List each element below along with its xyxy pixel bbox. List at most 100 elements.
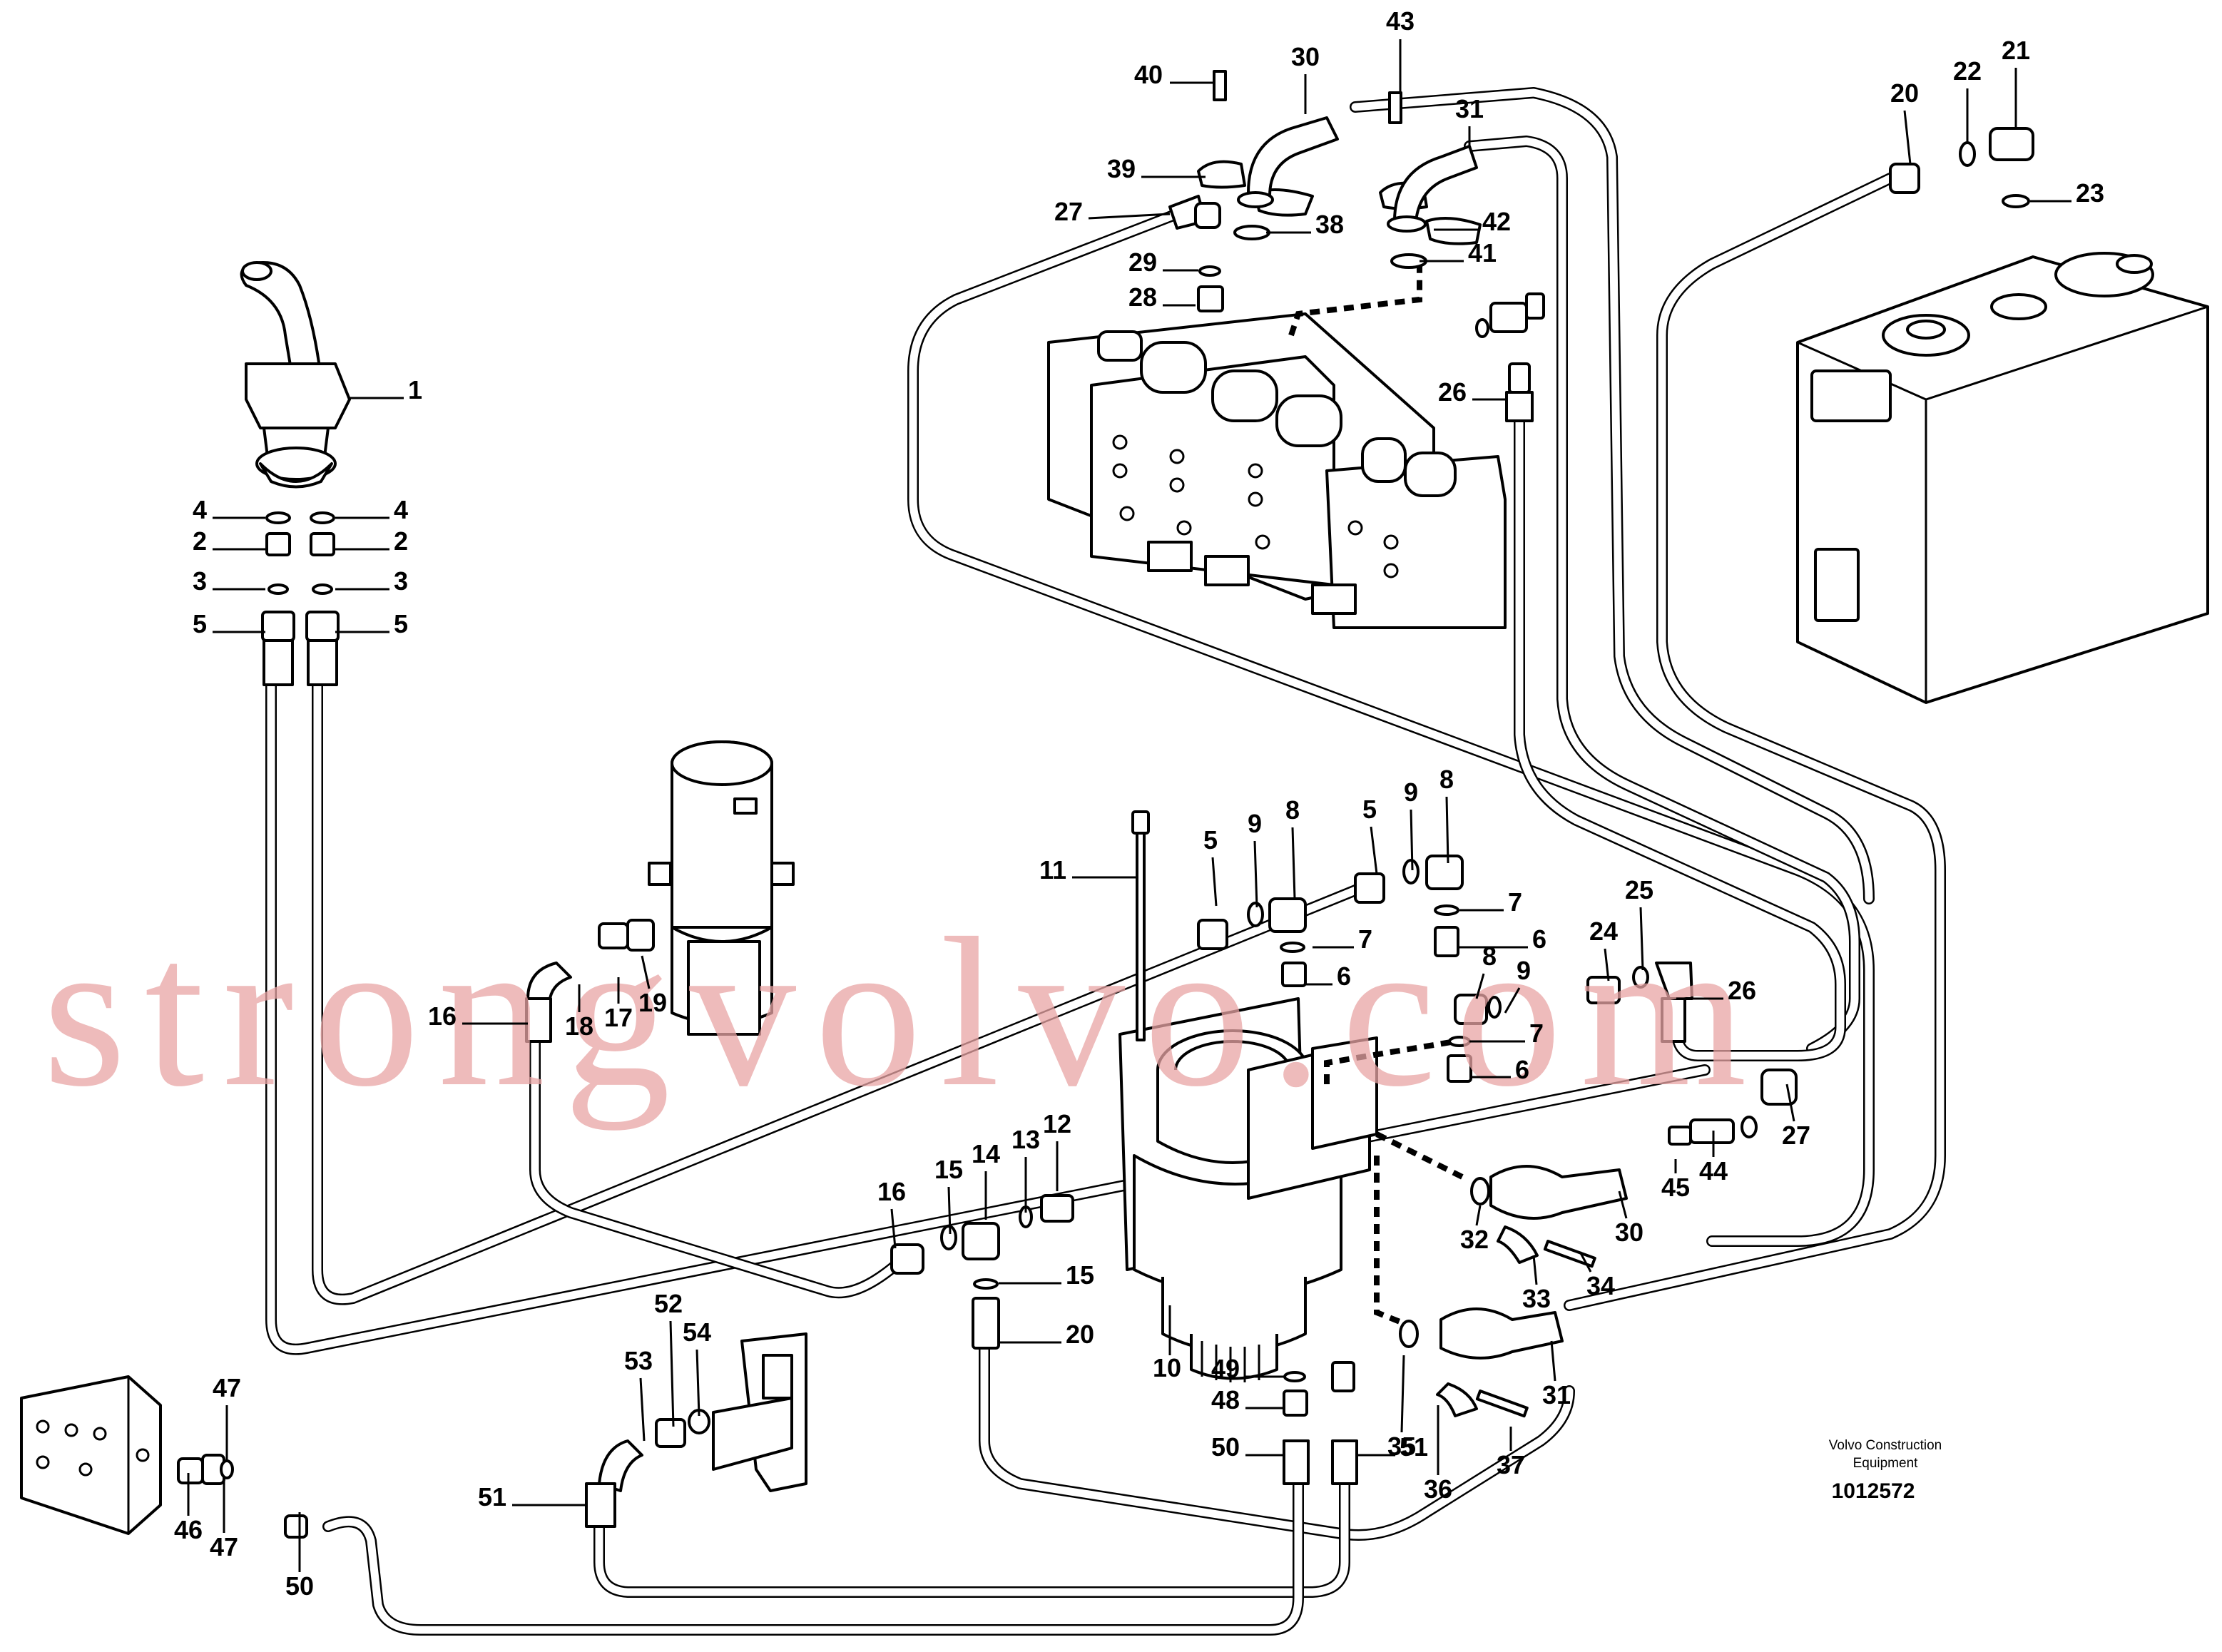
leader-line-c34 bbox=[1579, 1251, 1592, 1273]
leader-line-c35 bbox=[1400, 1355, 1405, 1433]
callout-c23: 23 bbox=[2076, 178, 2104, 208]
callout-c10: 10 bbox=[1153, 1353, 1181, 1382]
callout-c49: 49 bbox=[1211, 1354, 1240, 1383]
leader-line-c8c bbox=[1475, 973, 1485, 999]
callout-c7b: 7 bbox=[1508, 887, 1522, 917]
callout-c54: 54 bbox=[683, 1317, 711, 1347]
callout-c15b: 15 bbox=[1066, 1260, 1094, 1290]
leader-line-c24 bbox=[1604, 948, 1610, 981]
callout-c3b: 3 bbox=[394, 566, 408, 596]
callout-c31a: 31 bbox=[1455, 94, 1484, 123]
callout-c7c: 7 bbox=[1529, 1019, 1544, 1048]
callout-c16b: 16 bbox=[877, 1177, 906, 1206]
callout-c12: 12 bbox=[1043, 1109, 1071, 1138]
callout-c4b: 4 bbox=[394, 495, 408, 524]
callout-c1: 1 bbox=[408, 375, 422, 404]
callout-c51b: 51 bbox=[478, 1482, 506, 1511]
callout-c16a: 16 bbox=[428, 1001, 457, 1031]
callout-c44: 44 bbox=[1699, 1156, 1728, 1186]
small-valve-block bbox=[20, 1375, 308, 1539]
callout-c6a: 6 bbox=[1337, 962, 1351, 991]
callout-c51a: 51 bbox=[1400, 1432, 1428, 1462]
callout-c15a: 15 bbox=[934, 1155, 963, 1184]
leader-line-c5c bbox=[1211, 857, 1218, 907]
callout-c8a: 8 bbox=[1285, 795, 1300, 825]
callout-c46: 46 bbox=[174, 1515, 203, 1544]
callout-c2b: 2 bbox=[394, 526, 408, 556]
leader-line-c16b bbox=[890, 1208, 897, 1249]
leader-line-c9c bbox=[1504, 987, 1521, 1014]
callout-c34: 34 bbox=[1586, 1271, 1615, 1300]
callout-c5c: 5 bbox=[1203, 825, 1218, 855]
leader-line-c20a bbox=[1903, 110, 1912, 165]
callout-c33: 33 bbox=[1522, 1284, 1551, 1313]
leader-line-c19 bbox=[641, 955, 651, 989]
callout-c4a: 4 bbox=[193, 495, 207, 524]
leader-line-c31b bbox=[1550, 1340, 1556, 1382]
callout-c26a: 26 bbox=[1438, 377, 1467, 407]
callout-c5b: 5 bbox=[394, 609, 408, 638]
callout-c2a: 2 bbox=[193, 526, 207, 556]
swing-motor-assembly bbox=[1118, 810, 1464, 1382]
caption-figure-number: 1012572 bbox=[1832, 1479, 1915, 1503]
callout-c35: 35 bbox=[1387, 1432, 1416, 1461]
callout-c50a: 50 bbox=[1211, 1432, 1240, 1462]
callout-c5d: 5 bbox=[1362, 795, 1377, 824]
leader-line-c9b bbox=[1410, 809, 1414, 871]
callout-c21: 21 bbox=[2002, 36, 2030, 65]
callout-c52: 52 bbox=[654, 1289, 683, 1318]
callout-c26b: 26 bbox=[1728, 976, 1756, 1005]
callout-c19: 19 bbox=[638, 988, 667, 1017]
bracket-assembly bbox=[585, 1332, 807, 1528]
callout-c9b: 9 bbox=[1404, 777, 1418, 807]
callout-c32: 32 bbox=[1460, 1225, 1489, 1254]
leader-line-c5d bbox=[1370, 826, 1378, 875]
callout-c3a: 3 bbox=[193, 566, 207, 596]
callout-c24: 24 bbox=[1589, 917, 1618, 946]
callout-c27a: 27 bbox=[1054, 197, 1083, 226]
callout-c20a: 20 bbox=[1890, 78, 1919, 108]
leader-line-c27a bbox=[1088, 213, 1171, 220]
callout-c27b: 27 bbox=[1782, 1121, 1810, 1150]
callout-c9a: 9 bbox=[1248, 809, 1262, 838]
callout-c30a: 30 bbox=[1291, 42, 1320, 71]
leader-line-c15a bbox=[947, 1186, 952, 1235]
hydraulic-tank bbox=[1796, 127, 2209, 704]
callout-c47b: 47 bbox=[210, 1532, 238, 1561]
callout-c42: 42 bbox=[1482, 207, 1511, 236]
callout-c6c: 6 bbox=[1515, 1055, 1529, 1084]
callout-c20b: 20 bbox=[1066, 1320, 1094, 1349]
callout-c47a: 47 bbox=[213, 1373, 241, 1402]
leader-line-c32 bbox=[1475, 1205, 1482, 1226]
callout-c45: 45 bbox=[1661, 1173, 1690, 1202]
hose-lines bbox=[265, 87, 1946, 1636]
center-fittings bbox=[890, 855, 1798, 1485]
leader-line-c25 bbox=[1639, 907, 1644, 971]
callout-c6b: 6 bbox=[1532, 924, 1546, 954]
callout-c38: 38 bbox=[1315, 210, 1344, 239]
callout-c5a: 5 bbox=[193, 609, 207, 638]
callout-c17: 17 bbox=[604, 1003, 633, 1032]
callout-c8b: 8 bbox=[1439, 765, 1454, 794]
callout-c22: 22 bbox=[1953, 56, 1982, 86]
watermark: strongvolvo.com bbox=[43, 894, 1765, 1131]
callout-c39: 39 bbox=[1107, 154, 1136, 183]
callout-c14: 14 bbox=[972, 1139, 1000, 1168]
joystick bbox=[240, 261, 351, 686]
caption-maker-line2: Equipment bbox=[1853, 1456, 1919, 1471]
callout-c25: 25 bbox=[1625, 875, 1653, 904]
callout-c18: 18 bbox=[565, 1011, 593, 1041]
leader-line-c53 bbox=[639, 1377, 646, 1442]
leader-line-c30b bbox=[1618, 1190, 1628, 1219]
callout-c7a: 7 bbox=[1358, 924, 1372, 954]
callout-c13: 13 bbox=[1011, 1125, 1040, 1154]
callout-c9c: 9 bbox=[1517, 956, 1531, 985]
leader-line-c33 bbox=[1532, 1255, 1538, 1285]
callout-c53: 53 bbox=[624, 1346, 653, 1375]
callout-c37: 37 bbox=[1497, 1450, 1525, 1479]
callout-c43: 43 bbox=[1386, 6, 1415, 36]
control-valve-block bbox=[1047, 264, 1507, 629]
callout-c41: 41 bbox=[1468, 238, 1497, 267]
callout-c28: 28 bbox=[1128, 282, 1157, 312]
